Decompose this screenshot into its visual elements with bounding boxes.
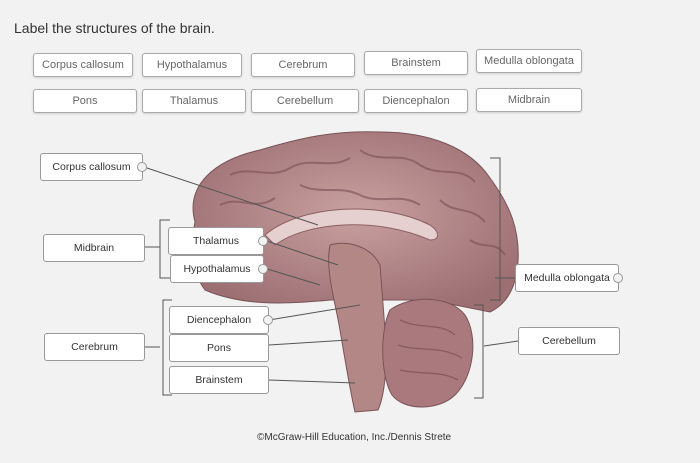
drop-target-cerebellum[interactable]: Cerebellum: [518, 327, 620, 355]
drop-target-medulla-oblongata[interactable]: Medulla oblongata: [515, 264, 619, 292]
drop-target-cerebrum[interactable]: Cerebrum: [44, 333, 145, 361]
drop-target-pons[interactable]: Pons: [169, 334, 269, 362]
word-bank-corpus-callosum[interactable]: Corpus callosum: [33, 53, 133, 77]
brainstem-shape: [328, 242, 387, 413]
word-bank-thalamus[interactable]: Thalamus: [142, 89, 246, 113]
drop-target-thalamus[interactable]: Thalamus: [168, 227, 264, 255]
brackets: [159, 157, 501, 399]
cerebellum-shape: [382, 298, 474, 408]
word-bank-cerebellum[interactable]: Cerebellum: [251, 89, 359, 113]
drop-target-midbrain[interactable]: Midbrain: [43, 234, 145, 262]
drop-target-hypothalamus[interactable]: Hypothalamus: [170, 255, 264, 283]
word-bank-diencephalon[interactable]: Diencephalon: [364, 89, 468, 113]
word-bank-cerebrum[interactable]: Cerebrum: [251, 53, 355, 77]
cerebellum-folia: [397, 319, 463, 381]
instruction-text: Label the structures of the brain.: [14, 20, 215, 36]
drop-target-diencephalon[interactable]: Diencephalon: [169, 306, 269, 334]
drop-target-corpus-callosum[interactable]: Corpus callosum: [40, 153, 143, 181]
word-bank-medulla-oblongata[interactable]: Medulla oblongata: [476, 49, 582, 73]
drop-target-brainstem[interactable]: Brainstem: [169, 366, 269, 394]
image-credit: ©McGraw-Hill Education, Inc./Dennis Stre…: [257, 432, 452, 443]
corpus-callosum-shape: [264, 208, 438, 246]
word-bank-hypothalamus[interactable]: Hypothalamus: [142, 53, 242, 77]
leader-lines: [143, 166, 519, 384]
word-bank-pons[interactable]: Pons: [33, 89, 137, 113]
word-bank-midbrain[interactable]: Midbrain: [476, 88, 582, 112]
word-bank-brainstem[interactable]: Brainstem: [364, 51, 468, 75]
